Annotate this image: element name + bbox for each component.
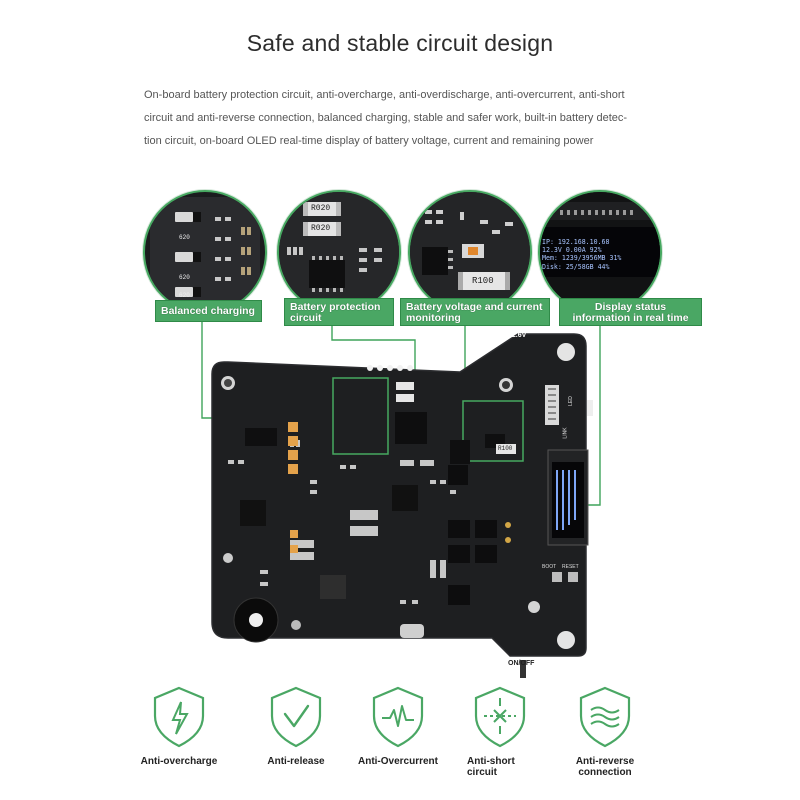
oled-line: 12.3V 0.00A 92% <box>542 246 602 255</box>
reset-label: RESET <box>562 564 579 570</box>
feature-anti-overcurrent: Anti-Overcurrent <box>343 686 453 767</box>
checkmark-shield-icon <box>270 686 322 748</box>
oled-line: Disk: 25/58GB 44% <box>542 262 610 271</box>
lightning-shield-icon <box>153 686 205 748</box>
description-line: circuit and anti-reverse connection, bal… <box>144 112 628 124</box>
feature-anti-short-circuit: Anti-short circuit <box>445 686 555 778</box>
boot-label: BOOT <box>542 564 557 570</box>
feature-anti-release: Anti-release <box>241 686 351 767</box>
feature-label: Anti-overcharge <box>140 756 218 767</box>
zoom-voltage-monitoring: R100 <box>408 190 532 314</box>
feature-anti-reverse-connection: Anti-reverse connection <box>550 686 660 778</box>
chip-label: 620 <box>179 234 190 241</box>
short-circuit-shield-icon <box>474 686 526 748</box>
resistor-label: R020 <box>311 224 331 233</box>
description-line: On-board battery protection circuit, ant… <box>144 89 625 101</box>
circuit-board-art <box>211 333 593 678</box>
callout-voltage-monitoring: Battery voltage and current monitoring <box>400 298 550 326</box>
zoom-balanced-charging: 620 620 620 <box>143 190 267 314</box>
feature-label: Anti-reverse connection <box>575 756 635 778</box>
page-title: Safe and stable circuit design <box>246 30 554 56</box>
description-line: tion circuit, on-board OLED real-time di… <box>144 135 594 147</box>
chip-label: 620 <box>179 274 190 281</box>
voltage-label: 12.6V <box>508 332 527 339</box>
oled-readout: IP: 192.168.10.68 12.3V 0.00A 92% Mem: 1… <box>542 238 621 271</box>
callout-display-status: Display status information in real time <box>559 298 702 326</box>
onoff-label: ON/OFF <box>508 660 535 667</box>
callout-balanced-charging: Balanced charging <box>155 300 262 322</box>
chip-label: 620 <box>179 292 190 299</box>
callout-battery-protection: Battery protection circuit <box>284 298 394 326</box>
feature-label: Anti-Overcurrent <box>357 756 438 767</box>
oled-line: IP: 192.168.10.68 <box>542 238 610 246</box>
resistor-label: R020 <box>311 204 331 213</box>
feature-anti-overcharge: Anti-overcharge <box>124 686 234 767</box>
zoom-oled-display: IP: 192.168.10.68 12.3V 0.00A 92% Mem: 1… <box>538 190 662 314</box>
circuit-board: 12.6V R100 LED LINK BOOT RESET ON/OFF <box>200 330 600 680</box>
feature-label: Anti-short circuit <box>467 756 515 778</box>
shunt-label: R100 <box>472 276 494 286</box>
led-label: LED <box>567 396 574 406</box>
description: On-board battery protection circuit, ant… <box>144 84 660 153</box>
shunt-board-label: R100 <box>498 445 513 452</box>
mode-label: LINK <box>562 427 569 439</box>
pulse-shield-icon <box>372 686 424 748</box>
oled-line: Mem: 1239/3956MB 31% <box>542 254 622 263</box>
wave-shield-icon <box>579 686 631 748</box>
zoom-battery-protection: R020 R020 <box>277 190 401 314</box>
feature-label: Anti-release <box>267 756 325 767</box>
